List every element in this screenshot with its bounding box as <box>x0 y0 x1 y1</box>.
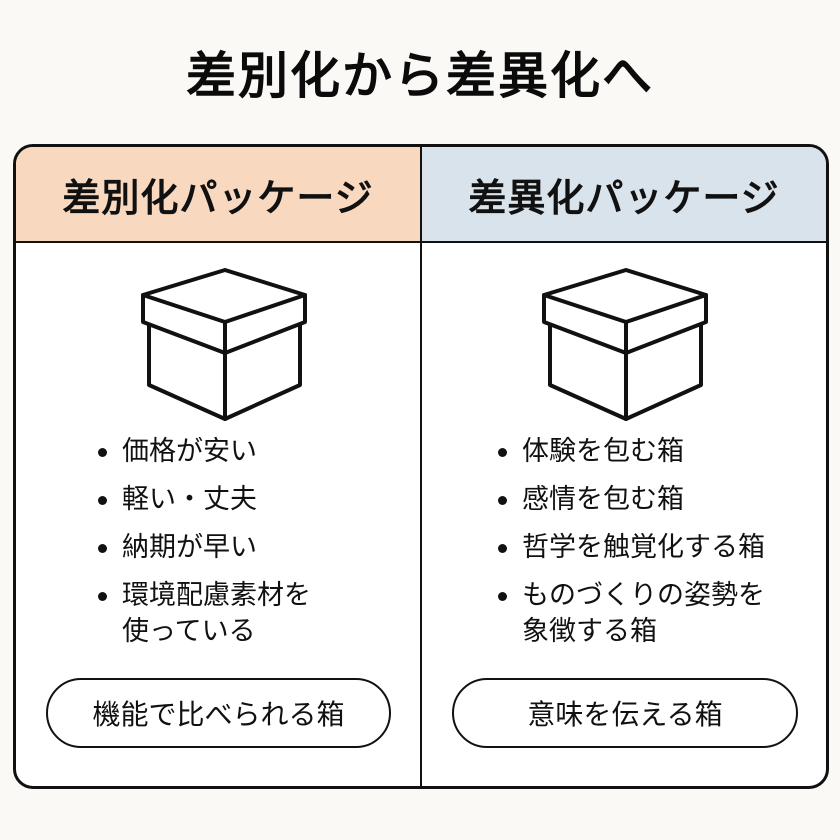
bullet-icon <box>498 544 507 553</box>
list-item: 体験を包む箱 <box>496 434 816 470</box>
list-item: ものづくりの姿勢を 象徴する箱 <box>496 578 816 650</box>
bullet-icon <box>98 544 107 553</box>
column-distinction: 差異化パッケージ 体験を包む箱 感情を包む箱 哲学を触覚化する箱 <box>422 147 826 786</box>
bullet-icon <box>498 448 507 457</box>
box-icon <box>141 268 307 421</box>
feature-list-differentiation: 価格が安い 軽い・丈夫 納期が早い 環境配慮素材を 使っている <box>96 434 396 662</box>
summary-pill-differentiation[interactable]: 機能で比べられる箱 <box>46 678 391 748</box>
bullet-icon <box>498 496 507 505</box>
list-item: 軽い・丈夫 <box>96 482 396 518</box>
comparison-card: 差別化パッケージ 価格が安い 軽い・丈夫 <box>13 144 829 789</box>
list-item: 感情を包む箱 <box>496 482 816 518</box>
page-title: 差別化から差異化へ <box>186 47 654 105</box>
column-header-distinction: 差異化パッケージ <box>422 147 826 243</box>
column-header-differentiation: 差別化パッケージ <box>16 147 420 243</box>
list-item: 納期が早い <box>96 530 396 566</box>
box-icon <box>542 268 708 421</box>
list-item: 哲学を触覚化する箱 <box>496 530 816 566</box>
bullet-icon <box>98 592 107 601</box>
bullet-icon <box>98 496 107 505</box>
list-item: 価格が安い <box>96 434 396 470</box>
summary-pill-distinction[interactable]: 意味を伝える箱 <box>452 678 798 748</box>
column-differentiation: 差別化パッケージ 価格が安い 軽い・丈夫 <box>16 147 422 786</box>
bullet-icon <box>98 448 107 457</box>
list-item: 環境配慮素材を 使っている <box>96 578 396 650</box>
bullet-icon <box>498 592 507 601</box>
feature-list-distinction: 体験を包む箱 感情を包む箱 哲学を触覚化する箱 ものづくりの姿勢を 象徴する箱 <box>496 434 816 662</box>
